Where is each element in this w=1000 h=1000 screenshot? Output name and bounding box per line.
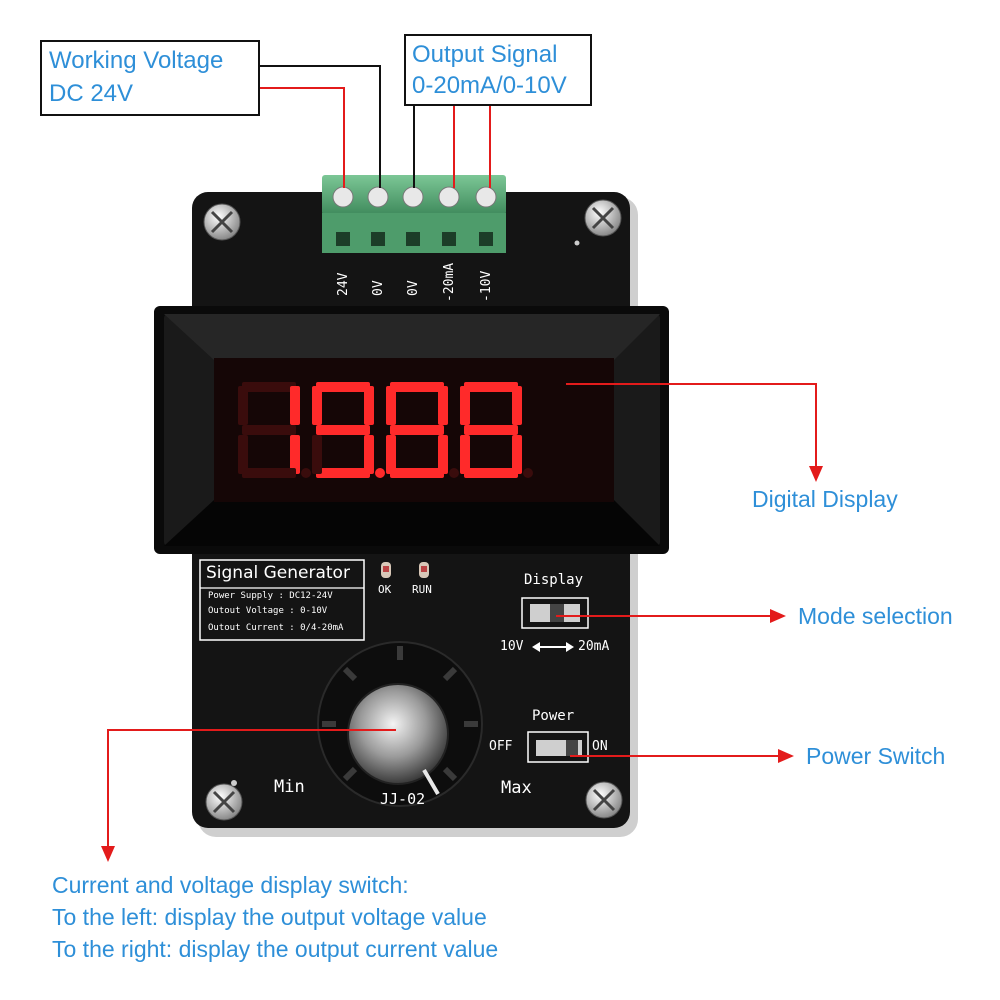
display-switch-label: Display (524, 572, 584, 588)
led-run-label: RUN (412, 583, 432, 596)
led-segment (512, 386, 522, 425)
callout-box-output-signal (404, 34, 592, 106)
terminal-label-0v: 0V (371, 280, 386, 296)
working-voltage-value: DC 24V (49, 80, 134, 107)
terminal-label-0v: 0V (406, 280, 421, 296)
leader-power-switch (570, 749, 794, 763)
led-segment (312, 435, 322, 474)
led-segment (438, 386, 448, 425)
double-arrow-icon (532, 642, 574, 652)
power-switch-board-label: Power (532, 708, 575, 724)
led-segment (390, 425, 444, 435)
knob-max-label: Max (501, 778, 532, 798)
led-segment (242, 425, 296, 435)
spec-box (199, 559, 365, 641)
decimal-point (375, 468, 385, 478)
adjustment-knob[interactable] (317, 641, 483, 807)
digital-display-label: Digital Display (752, 486, 898, 512)
led-segment (464, 382, 518, 392)
led-segment (386, 435, 396, 474)
decimal-point (449, 468, 459, 478)
leader-mode-selection (556, 609, 786, 623)
knob-indicator (422, 768, 440, 796)
display-switch-left-label: 10V (500, 639, 524, 654)
power-switch-label: Power Switch (806, 743, 946, 769)
working-voltage-title: Working Voltage (49, 47, 224, 74)
power-off-label: OFF (489, 739, 513, 754)
led-segment (242, 382, 296, 392)
led-segment (316, 425, 370, 435)
mode-selection-label: Mode selection (798, 603, 953, 629)
spec-power-supply: Power Supply : DC12-24V (208, 591, 333, 601)
leader-digital-display (566, 383, 823, 482)
led-segment (290, 386, 300, 425)
mounting-hole (231, 780, 237, 786)
note-right: To the right: display the output current… (52, 936, 499, 962)
led-ok (381, 562, 391, 578)
led-ok-label: OK (378, 583, 392, 596)
callout-box-working-voltage (40, 40, 260, 116)
leader-working-voltage (258, 65, 381, 188)
spec-output-voltage: Outout Voltage : 0-10V (208, 606, 328, 616)
led-run (419, 562, 429, 578)
screw-icon (584, 199, 622, 237)
leader-output-signal (413, 104, 491, 188)
led-segment (460, 386, 470, 425)
output-signal-range: 0-20mA/0-10V (412, 72, 567, 99)
led-segment (364, 435, 374, 474)
decimal-point (301, 468, 311, 478)
terminal-block (322, 175, 506, 253)
led-segment (386, 386, 396, 425)
led-segment (290, 435, 300, 474)
leader-knob (101, 729, 396, 862)
led-segment (364, 386, 374, 425)
led-segment (390, 468, 444, 478)
screw-icon (205, 783, 243, 821)
display-mode-switch[interactable] (521, 597, 589, 629)
screw-icon (203, 203, 241, 241)
led-segment (312, 386, 322, 425)
note-left: To the left: display the output voltage … (52, 904, 487, 930)
led-segment (460, 435, 470, 474)
terminal-label-24v: 24V (336, 272, 351, 296)
led-segment (464, 425, 518, 435)
decimal-point (523, 468, 533, 478)
led-segment (242, 468, 296, 478)
power-switch[interactable] (527, 731, 589, 763)
led-segment (390, 382, 444, 392)
led-segment (316, 382, 370, 392)
led-segment (464, 468, 518, 478)
output-signal-title: Output Signal (412, 41, 558, 68)
board-title: Signal Generator (206, 563, 350, 583)
led-segment (512, 435, 522, 474)
model-number: JJ-02 (380, 790, 426, 808)
knob-min-label: Min (274, 777, 305, 797)
note-heading: Current and voltage display switch: (52, 872, 409, 898)
mounting-hole (574, 240, 580, 246)
led-segment (238, 435, 248, 474)
screw-icon (585, 781, 623, 819)
terminal-label-20ma: -20mA (442, 262, 457, 302)
spec-output-current: Outout Current : 0/4-20mA (208, 623, 344, 633)
led-segment (316, 468, 370, 478)
led-segment (438, 435, 448, 474)
power-on-label: ON (592, 739, 608, 754)
terminal-label-10v: -10V (479, 270, 494, 302)
display-switch-right-label: 20mA (578, 639, 610, 654)
led-segment (238, 386, 248, 425)
display-bezel (154, 306, 669, 554)
